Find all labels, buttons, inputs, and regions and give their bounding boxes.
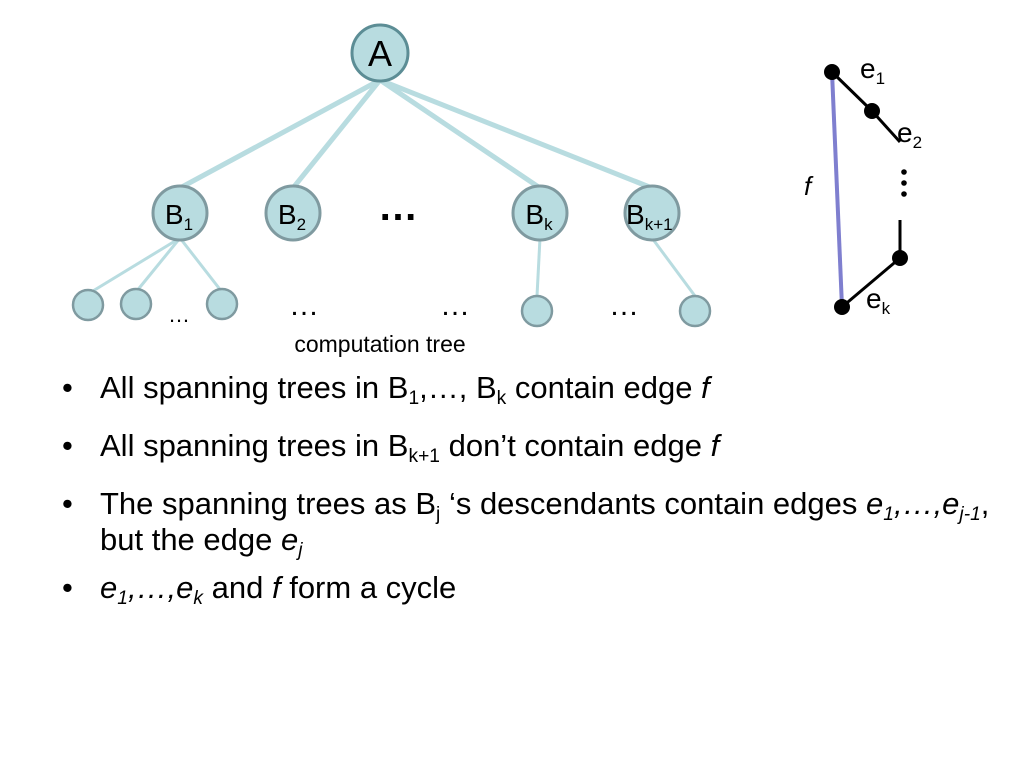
edge-a-bk xyxy=(377,77,543,191)
child-label-sub: 1 xyxy=(184,215,193,234)
leaf-node xyxy=(71,288,105,322)
bullet-text-run: j-1 xyxy=(959,504,981,526)
svg-text:Bk+1: Bk+1 xyxy=(626,199,673,234)
computation-tree-diagram: A B1 B2 Bk Bk+1 … … … … … computation tr… xyxy=(71,23,922,357)
bullet-item: All spanning trees in B1,…, Bk contain e… xyxy=(62,370,1002,410)
bullet-item: The spanning trees as Bj ‘s descendants … xyxy=(62,486,1002,562)
edge-f-label: f xyxy=(804,171,814,201)
svg-text:ek: ek xyxy=(866,283,891,318)
svg-text:e2: e2 xyxy=(897,117,922,152)
bullet-text-run: k+1 xyxy=(408,446,440,468)
bullet-text-run: ‘s descendants contain edges xyxy=(440,486,867,521)
bullet-text-run: f xyxy=(271,570,281,605)
edge-bk1-leaf xyxy=(650,237,697,297)
bullet-text-run: 1 xyxy=(883,504,894,526)
leaf-node xyxy=(205,287,239,321)
bullet-text-run: k xyxy=(193,588,204,610)
edge-bk-leaf xyxy=(535,237,542,297)
edge-b1-leaf3 xyxy=(178,237,224,293)
leaf-node xyxy=(119,287,153,321)
child-label-sub: k+1 xyxy=(645,215,673,234)
svg-text:B2: B2 xyxy=(278,199,306,234)
bullet-text-run: , but the edge xyxy=(100,486,990,557)
bullet-list: All spanning trees in B1,…, Bk contain e… xyxy=(62,370,1002,628)
edge-label-base: e xyxy=(860,53,876,84)
child-label-sub: k xyxy=(544,215,553,234)
edge-a-b1 xyxy=(177,77,383,191)
edge-a-bk1 xyxy=(377,77,655,191)
child-label-sub: 2 xyxy=(297,215,306,234)
bullet-text-run: ,…, B xyxy=(419,370,497,405)
bullet-text-run: j xyxy=(436,504,441,526)
bullet-text-run: 1 xyxy=(117,588,128,610)
edge-label-sub: 2 xyxy=(913,133,922,152)
leaf-ellipsis: … xyxy=(609,289,639,322)
leaf-nodes xyxy=(71,287,712,328)
edge-b1-leaf1 xyxy=(87,236,181,296)
bullet-text-run: and xyxy=(203,570,272,605)
child-node-b2: B2 xyxy=(264,184,322,242)
svg-text:Bk: Bk xyxy=(525,199,553,234)
leaf-ellipsis: … xyxy=(440,289,470,322)
edge-ek xyxy=(841,256,901,309)
edge-e1 xyxy=(830,70,874,113)
bullet-text-run: The spanning trees as B xyxy=(100,486,437,521)
leaf-ellipsis: … xyxy=(168,302,190,327)
child-label-base: B xyxy=(525,199,544,230)
bullet-text-run: form a cycle xyxy=(280,570,457,605)
vertex xyxy=(834,299,850,315)
child-label-base: B xyxy=(278,199,297,230)
bullet-item: All spanning trees in Bk+1 don’t contain… xyxy=(62,428,1002,468)
child-node-bk1: Bk+1 xyxy=(623,184,681,242)
bullet-text-run: All spanning trees in B xyxy=(100,370,409,405)
tree-edges xyxy=(177,77,655,191)
bullet-text-run: e xyxy=(866,486,884,521)
bullet-text-run: ,…,e xyxy=(893,486,960,521)
vertical-dot xyxy=(901,191,907,197)
vertical-dot xyxy=(901,180,907,186)
child-node-b1: B1 xyxy=(151,184,209,242)
bullet-text-run: All spanning trees in B xyxy=(100,428,409,463)
leaf-ellipsis: … xyxy=(289,289,319,322)
edge-label-base: e xyxy=(897,117,913,148)
vertex xyxy=(892,250,908,266)
tree-caption: computation tree xyxy=(294,331,465,357)
cycle-diagram: e1 e2 ek f xyxy=(804,53,922,318)
edge-label-base: e xyxy=(866,283,882,314)
bullet-text-run: j xyxy=(298,540,303,562)
bullet-item: e1,…,ek and f form a cycle xyxy=(62,570,1002,610)
children-ellipsis: … xyxy=(378,185,418,229)
child-label-base: B xyxy=(165,199,184,230)
bullet-text-run: contain edge xyxy=(506,370,702,405)
leaf-node xyxy=(678,294,712,328)
root-node-label: A xyxy=(368,33,392,74)
vertex xyxy=(824,64,840,80)
bullet-text-run: e xyxy=(281,522,299,557)
vertex xyxy=(864,103,880,119)
bullet-text-run: k xyxy=(496,388,507,410)
edge-a-b2 xyxy=(290,77,383,191)
vertical-dot xyxy=(901,169,907,175)
bullet-text-run: e xyxy=(100,570,118,605)
bullet-text-run: don’t contain edge xyxy=(439,428,711,463)
bullet-text-run: 1 xyxy=(408,388,420,410)
edge-label-sub: 1 xyxy=(876,69,885,88)
bullet-text-run: f xyxy=(701,370,710,405)
bullet-text-run: f xyxy=(710,428,720,463)
leaf-edges xyxy=(87,236,697,297)
edge-b1-leaf2 xyxy=(134,237,182,293)
root-node: A xyxy=(350,23,410,83)
child-label-base: B xyxy=(626,199,645,230)
svg-text:e1: e1 xyxy=(860,53,885,88)
svg-text:B1: B1 xyxy=(165,199,193,234)
edge-label-sub: k xyxy=(882,299,891,318)
edge-f xyxy=(830,71,844,308)
bullet-text-run: ,…,e xyxy=(127,570,194,605)
child-node-bk: Bk xyxy=(511,184,569,242)
leaf-node xyxy=(520,294,554,328)
